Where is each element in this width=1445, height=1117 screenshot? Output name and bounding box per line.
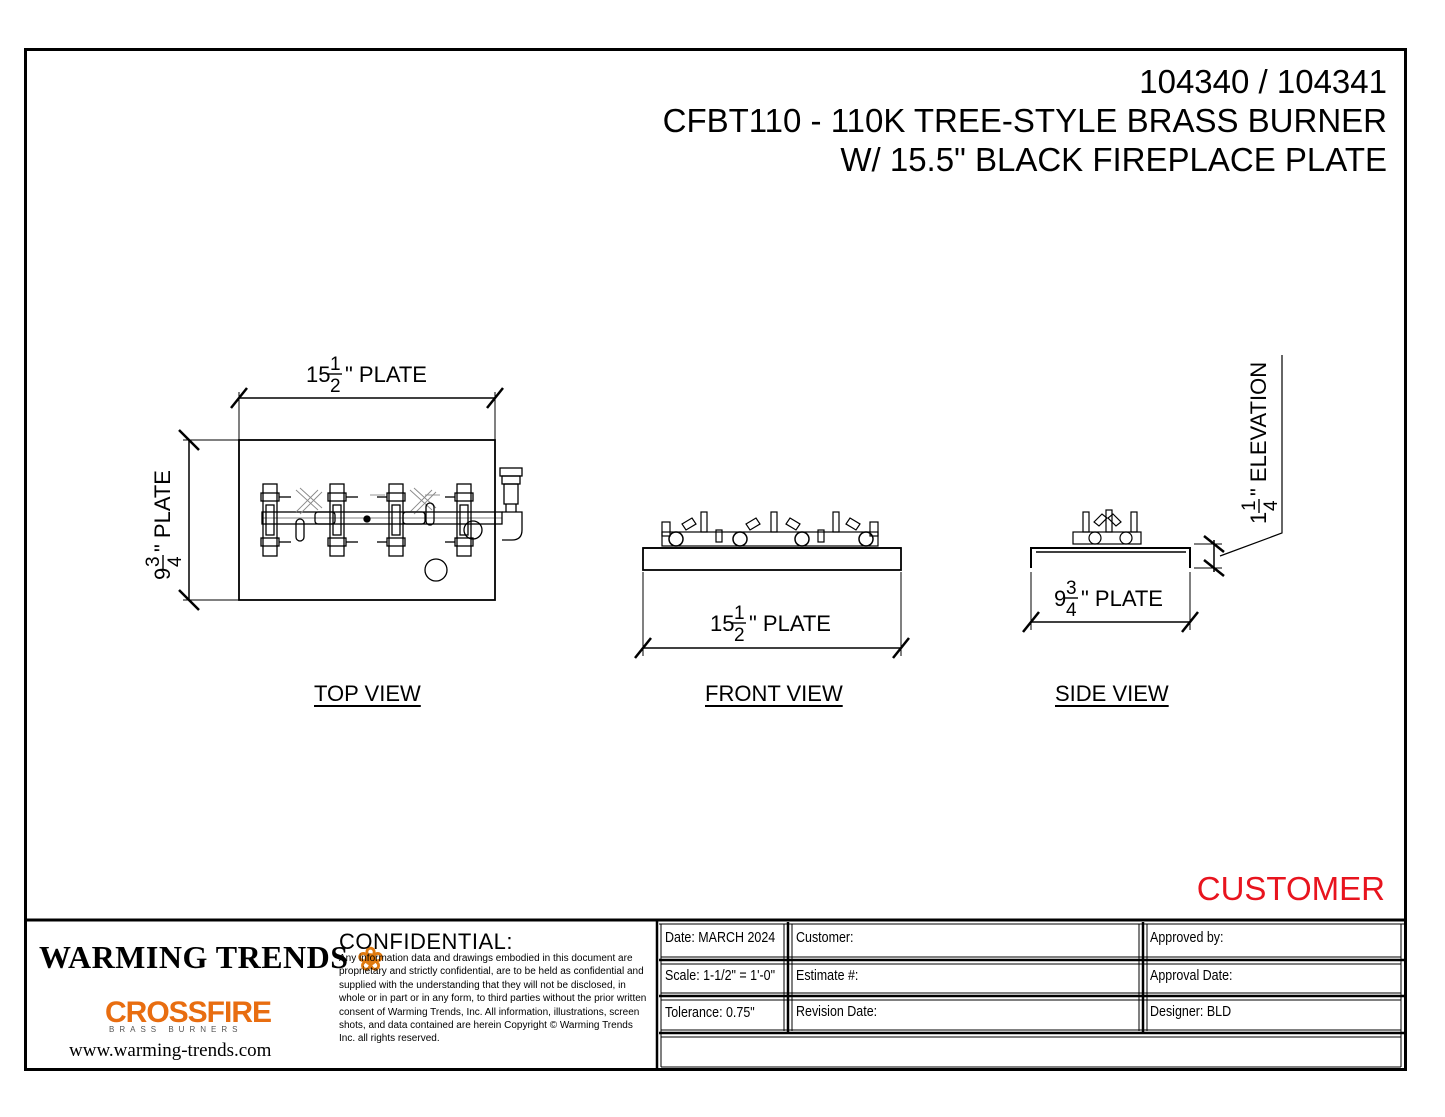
designer-field: Designer: BLD [1150, 1004, 1232, 1020]
top-width-suffix: " PLATE [345, 362, 427, 387]
warming-trends-logo-text: WARMING TRENDS [39, 939, 349, 975]
top-burner-manifold [260, 467, 523, 557]
front-view [634, 511, 910, 659]
scale-field: Scale: 1-1/2" = 1'-0" [665, 968, 776, 984]
svg-text:9: 9 [150, 568, 175, 580]
crossfire-logo: CROSSFIRE [105, 996, 272, 1030]
top-view-plate [238, 439, 496, 601]
title-block: 104340 / 104341 CFBT110 - 110K TREE-STYL… [663, 62, 1387, 179]
title-block-grid [24, 918, 1407, 1071]
approved-by-field: Approved by: [1150, 930, 1224, 946]
side-view [1022, 355, 1283, 633]
top-depth-dim-label: 9 3 4 " PLATE [143, 470, 186, 580]
front-width-dim-label: 15 [710, 611, 734, 636]
front-width-frac-den: 2 [734, 625, 745, 646]
side-width-frac-num: 3 [1066, 578, 1077, 599]
top-width-dim-label: 15 [306, 362, 330, 387]
product-name: CFBT110 - 110K TREE-STYLE BRASS BURNER [662, 102, 1387, 139]
svg-text:4: 4 [1261, 500, 1282, 511]
crossfire-logo-sub: BRASS BURNERS [109, 1025, 243, 1034]
top-view-label: TOP VIEW [314, 681, 421, 706]
confidential-title: CONFIDENTIAL: [339, 929, 513, 954]
date-field: Date: MARCH 2024 [665, 930, 776, 946]
side-width-suffix: " PLATE [1081, 586, 1163, 611]
top-width-frac-den: 2 [330, 376, 341, 397]
side-view-plate [1030, 547, 1191, 568]
flame-icon: ❀ [357, 941, 385, 977]
front-view-label: FRONT VIEW [705, 681, 843, 706]
side-width-dim-label: 9 [1054, 586, 1066, 611]
svg-text:1: 1 [1246, 512, 1271, 524]
warming-trends-logo: WARMING TRENDS ❀ [39, 938, 385, 977]
crossfire-logo-text: CROSSFIRE [105, 996, 272, 1029]
top-view [178, 387, 523, 611]
side-view-label: SIDE VIEW [1055, 681, 1169, 706]
front-view-plate [642, 547, 902, 571]
front-width-suffix: " PLATE [749, 611, 831, 636]
estimate-field: Estimate #: [796, 968, 859, 984]
svg-text:" ELEVATION: " ELEVATION [1246, 362, 1271, 496]
svg-text:3: 3 [143, 556, 164, 567]
confidential-text: Any information data and drawings embodi… [339, 953, 647, 1045]
product-subtitle: W/ 15.5" BLACK FIREPLACE PLATE [840, 141, 1387, 178]
customer-stamp: CUSTOMER [1196, 870, 1385, 907]
revision-date-field: Revision Date: [796, 1004, 878, 1020]
elevation-dim-label: 1 1 4 " ELEVATION [1239, 362, 1282, 524]
website-link[interactable]: www.warming-trends.com [69, 1040, 272, 1061]
top-width-frac-num: 1 [330, 354, 341, 375]
svg-text:4: 4 [165, 556, 186, 567]
svg-text:1: 1 [1239, 500, 1260, 511]
top-view-access-hole [424, 558, 448, 582]
approval-date-field: Approval Date: [1150, 968, 1233, 984]
front-width-frac-num: 1 [734, 603, 745, 624]
tolerance-field: Tolerance: 0.75" [665, 1005, 755, 1021]
customer-field: Customer: [796, 930, 854, 946]
drawing-sheet-border [24, 48, 1407, 1071]
logo-area: WARMING TRENDS ❀ CROSSFIRE BRASS BURNERS… [27, 922, 384, 1068]
side-width-frac-den: 4 [1066, 600, 1077, 621]
part-numbers: 104340 / 104341 [1139, 63, 1387, 100]
svg-text:" PLATE: " PLATE [150, 470, 175, 552]
